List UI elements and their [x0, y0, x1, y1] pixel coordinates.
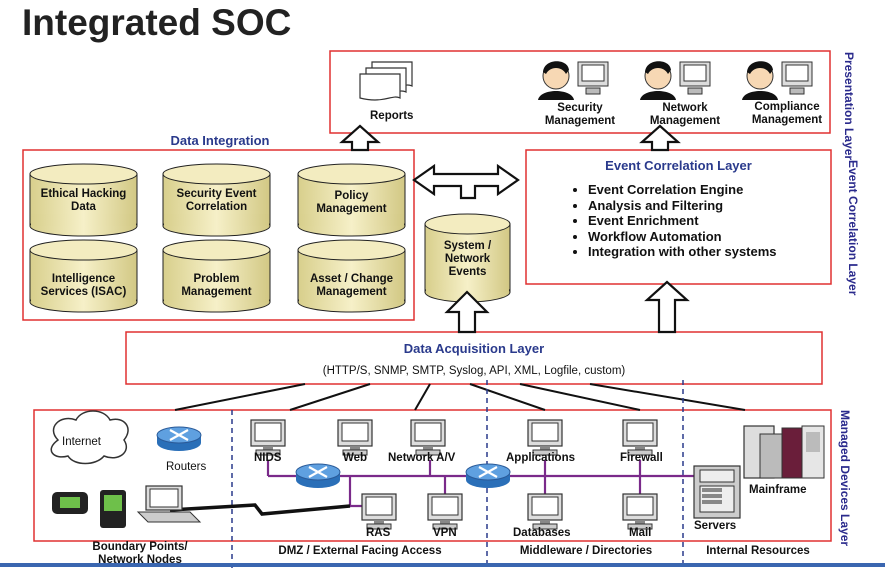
web-label: Web — [343, 452, 368, 464]
list-item: Event Enrichment — [588, 213, 777, 229]
boundary-devices — [52, 485, 202, 528]
cylinders — [29, 163, 511, 313]
presentation-layer-label: Presentation Layer — [842, 52, 856, 161]
list-item: Workflow Automation — [588, 229, 777, 245]
nids-label: NIDS — [254, 452, 282, 464]
event-correlation-box — [525, 149, 832, 285]
people-icons — [538, 61, 813, 100]
acquisition-lines — [174, 383, 746, 411]
firewall-label: Firewall — [620, 452, 663, 464]
section-middleware: Middleware / Directories — [519, 545, 653, 557]
event-correlation-side-label: Event Correlation Layer — [846, 160, 860, 296]
servers-label: Servers — [694, 520, 737, 532]
list-item: Integration with other systems — [588, 244, 777, 260]
data-acquisition-header: Data Acquisition Layer — [403, 341, 545, 356]
section-dmz: DMZ / External Facing Access — [278, 545, 442, 557]
applications-label: Applications — [506, 452, 576, 464]
arrows — [339, 124, 690, 334]
managed-devices-side-label: Managed Devices Layer — [838, 410, 852, 547]
reports-icon — [359, 61, 413, 101]
page-title: Integrated SOC — [22, 2, 292, 43]
data-integration-header: Data Integration — [170, 133, 270, 148]
data-acquisition-box — [125, 331, 823, 385]
routers-label: Routers — [166, 461, 207, 473]
mainframe-icon — [743, 425, 825, 479]
mainframe-label: Mainframe — [749, 484, 807, 496]
servers-icon — [693, 465, 741, 519]
event-correlation-list: Event Correlation Engine Analysis and Fi… — [568, 182, 777, 260]
databases-label: Databases — [513, 527, 571, 539]
protocols-text: (HTTP/S, SNMP, SMTP, Syslog, API, XML, L… — [322, 365, 626, 377]
ras-label: RAS — [366, 527, 391, 539]
reports-label: Reports — [370, 110, 414, 122]
mail-label: Mail — [629, 527, 652, 539]
event-correlation-header: Event Correlation Layer — [605, 158, 752, 173]
internet-cloud — [50, 410, 129, 465]
list-item: Analysis and Filtering — [588, 198, 777, 214]
vpn-label: VPN — [433, 527, 457, 539]
internet-label: Internet — [62, 436, 101, 448]
list-item: Event Correlation Engine — [588, 182, 777, 198]
bottom-rule — [0, 563, 885, 567]
wan-link — [169, 503, 351, 516]
network-av-label: Network A/V — [388, 452, 456, 464]
section-internal: Internal Resources — [706, 545, 810, 557]
